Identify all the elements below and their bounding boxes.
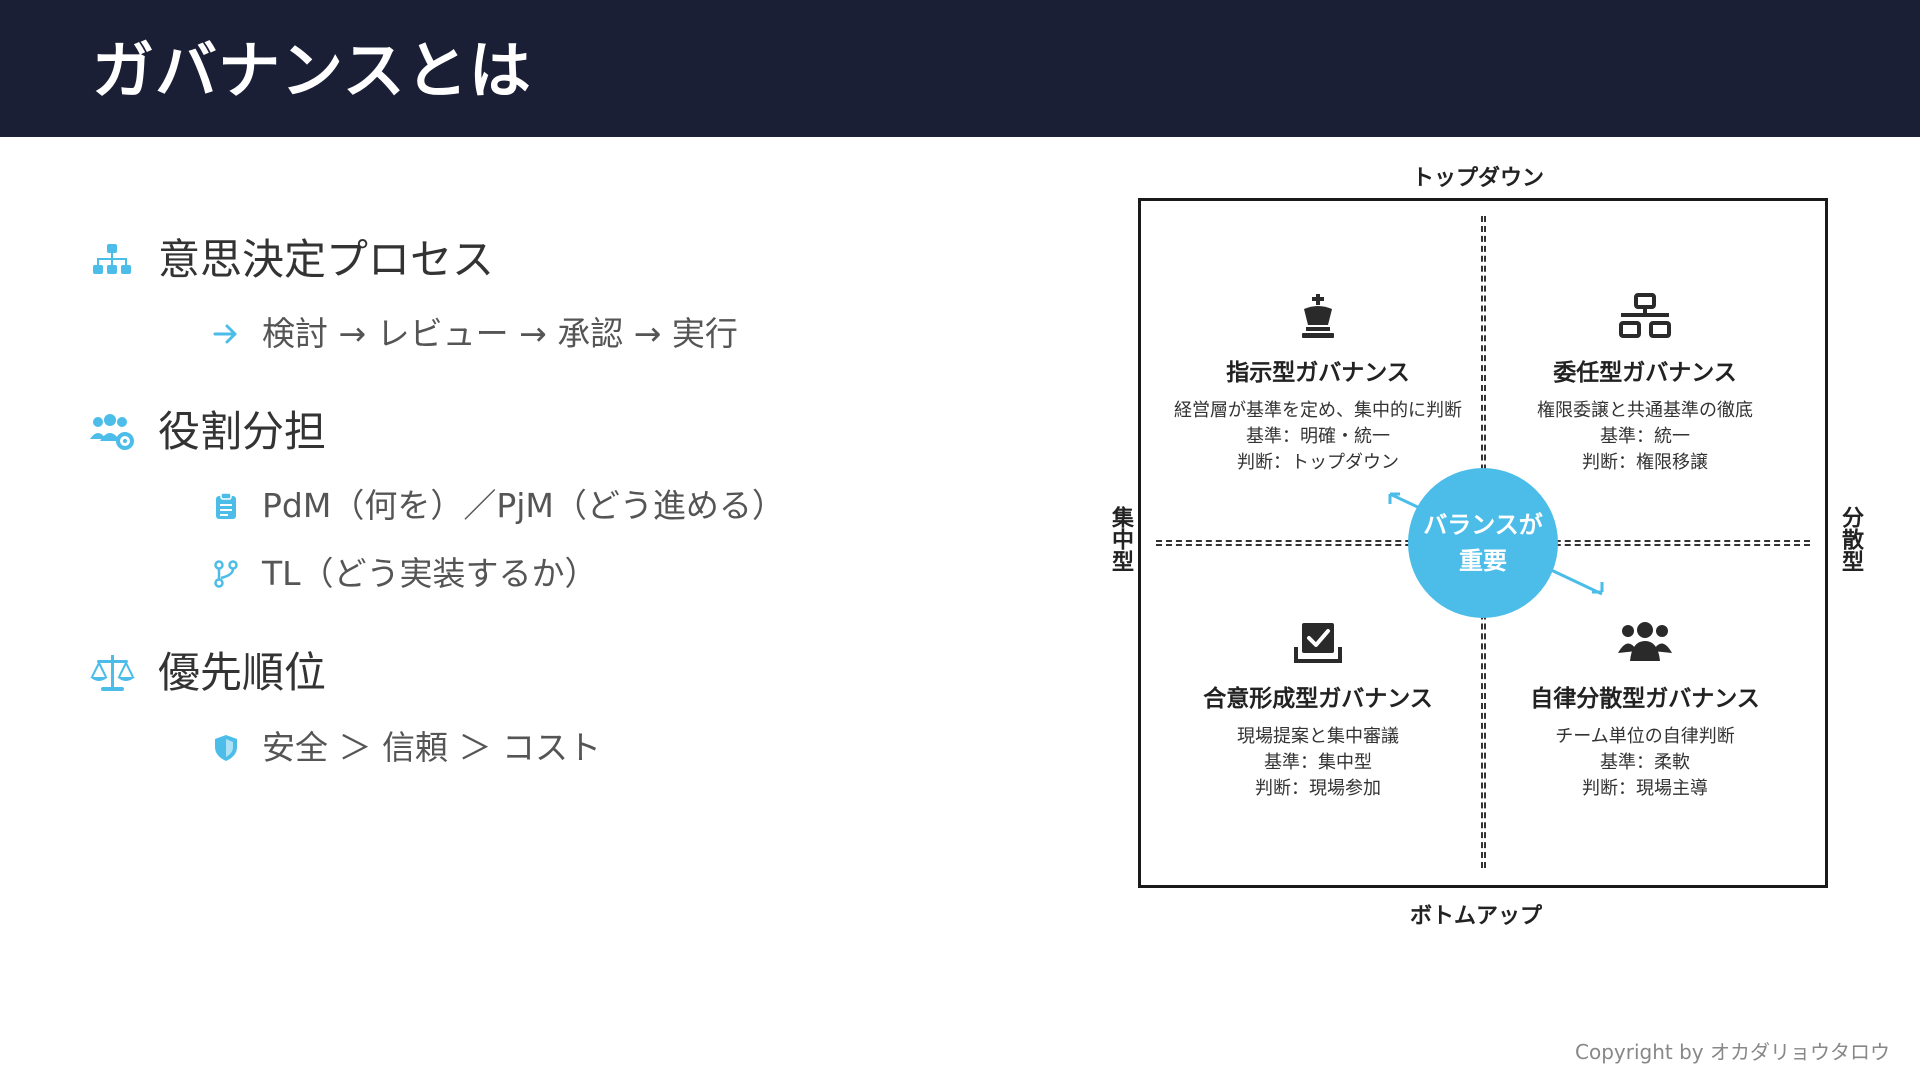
quadrant-title: 合意形成型ガバナンス	[1203, 686, 1433, 712]
slide-title: ガバナンスとは	[92, 34, 532, 107]
team-settings-icon	[88, 408, 136, 456]
network-icon	[1480, 286, 1810, 346]
slide-header: ガバナンスとは	[0, 0, 1920, 137]
axis-top-label: トップダウン	[1412, 166, 1545, 191]
axis-right-label: 分散型	[1838, 506, 1863, 572]
list-item-text: TL（どう実装するか）	[262, 554, 598, 593]
quadrant-criteria: 基準：統一	[1600, 426, 1690, 447]
list-item-text: 検討 → レビュー → 承認 → 実行	[262, 314, 738, 353]
center-text-line2: 重要	[1459, 547, 1507, 575]
section-priority: 優先順位	[88, 645, 326, 701]
users-icon	[1480, 612, 1810, 672]
chess-king-icon	[1153, 286, 1483, 346]
list-item-text: 安全 ＞ 信頼 ＞ コスト	[262, 728, 601, 767]
quadrant-description: チーム単位の自律判断	[1555, 726, 1735, 747]
balance-scale-icon	[88, 649, 136, 697]
code-branch-icon	[210, 558, 242, 590]
arrow-right-icon	[210, 318, 242, 350]
quadrant-decision: 判断：トップダウン	[1237, 452, 1399, 473]
quadrant-directive: 指示型ガバナンス 経営層が基準を定め、集中的に判断 基準：明確・統一 判断：トッ…	[1153, 286, 1483, 476]
governance-matrix-frame	[1138, 198, 1828, 888]
quadrant-criteria: 基準：柔軟	[1600, 752, 1690, 773]
list-item-text: PdM（何を）／PjM（どう進める）	[262, 486, 785, 525]
section-decision-process: 意思決定プロセス	[88, 232, 494, 288]
quadrant-consensus: 合意形成型ガバナンス 現場提案と集中審議 基準：集中型 判断：現場参加	[1153, 612, 1483, 802]
section-title: 優先順位	[158, 648, 327, 697]
clipboard-icon	[210, 490, 242, 522]
section-title: 役割分担	[158, 407, 327, 456]
quadrant-title: 自律分散型ガバナンス	[1530, 686, 1760, 712]
axis-left-label: 集中型	[1108, 506, 1133, 572]
quadrant-description: 現場提案と集中審議	[1237, 726, 1399, 747]
list-item: 安全 ＞ 信頼 ＞ コスト	[210, 726, 601, 770]
ballot-check-icon	[1153, 612, 1483, 672]
list-item: PdM（何を）／PjM（どう進める）	[210, 484, 785, 528]
balance-center-badge: バランスが 重要	[1408, 468, 1558, 618]
quadrant-decision: 判断：現場主導	[1582, 778, 1708, 799]
quadrant-decision: 判断：権限移譲	[1582, 452, 1708, 473]
list-item: 検討 → レビュー → 承認 → 実行	[210, 312, 738, 356]
org-chart-icon	[88, 236, 136, 284]
section-roles: 役割分担	[88, 404, 326, 460]
quadrant-delegated: 委任型ガバナンス 権限委譲と共通基準の徹底 基準：統一 判断：権限移譲	[1480, 286, 1810, 476]
quadrant-description: 経営層が基準を定め、集中的に判断	[1174, 400, 1462, 421]
shield-icon	[210, 732, 242, 764]
quadrant-decision: 判断：現場参加	[1255, 778, 1381, 799]
list-item: TL（どう実装するか）	[210, 552, 598, 596]
center-text-line1: バランスが	[1423, 511, 1543, 539]
quadrant-criteria: 基準：集中型	[1264, 752, 1372, 773]
quadrant-criteria: 基準：明確・統一	[1246, 426, 1390, 447]
quadrant-description: 権限委譲と共通基準の徹底	[1537, 400, 1753, 421]
quadrant-autonomous: 自律分散型ガバナンス チーム単位の自律判断 基準：柔軟 判断：現場主導	[1480, 612, 1810, 802]
quadrant-title: 委任型ガバナンス	[1553, 360, 1737, 386]
quadrant-title: 指示型ガバナンス	[1226, 360, 1410, 386]
copyright-text: Copyright by オカダリョウタロウ	[1575, 1040, 1890, 1064]
axis-bottom-label: ボトムアップ	[1410, 904, 1543, 929]
section-title: 意思決定プロセス	[158, 235, 495, 284]
